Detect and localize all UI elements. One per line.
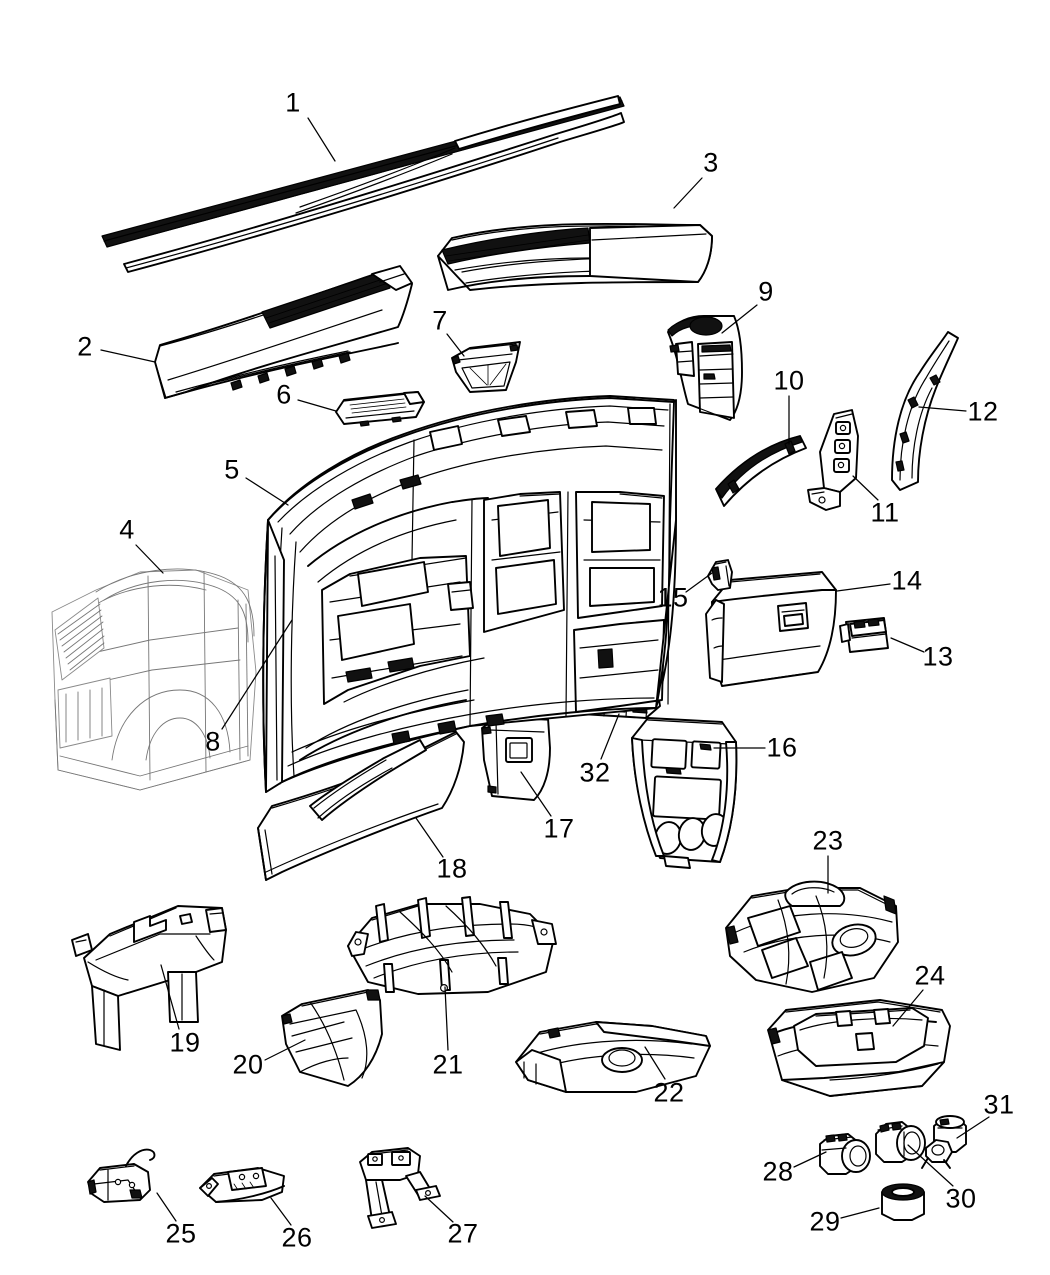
leader-line-31 xyxy=(956,1116,990,1139)
part-4-cowl-body-structure-phantom xyxy=(51,568,257,791)
callout-number-10[interactable]: 10 xyxy=(773,365,805,396)
callout-number-5[interactable]: 5 xyxy=(224,454,240,485)
leader-line-13 xyxy=(890,637,925,653)
leader-line-20 xyxy=(264,1039,306,1061)
leader-line-7 xyxy=(446,333,465,357)
callout-number-24[interactable]: 24 xyxy=(914,960,946,991)
callout-number-28[interactable]: 28 xyxy=(762,1156,794,1187)
part-15-latch-clip xyxy=(707,559,733,591)
part-17-knee-bolster-end-panel xyxy=(481,715,551,801)
leader-line-28 xyxy=(793,1151,827,1168)
leader-line-32 xyxy=(600,713,620,760)
callout-number-31[interactable]: 31 xyxy=(983,1089,1015,1120)
leader-line-21 xyxy=(444,986,449,1051)
part-5-main-instrument-panel-structure xyxy=(262,395,677,793)
callout-number-29[interactable]: 29 xyxy=(809,1206,841,1237)
leader-line-2 xyxy=(100,349,156,363)
leader-line-9 xyxy=(721,304,758,334)
part-14-glove-box-door xyxy=(705,571,837,687)
callout-number-12[interactable]: 12 xyxy=(967,396,999,427)
callout-number-27[interactable]: 27 xyxy=(447,1218,479,1249)
leader-line-6 xyxy=(297,399,337,412)
callout-number-22[interactable]: 22 xyxy=(653,1077,685,1108)
leader-line-11 xyxy=(852,475,879,501)
callout-number-11[interactable]: 11 xyxy=(870,497,900,528)
callout-number-23[interactable]: 23 xyxy=(812,825,844,856)
leader-line-30 xyxy=(907,1144,954,1187)
leader-line-4 xyxy=(135,544,164,574)
callout-number-17[interactable]: 17 xyxy=(543,813,575,844)
leader-line-29 xyxy=(840,1207,880,1219)
callout-number-21[interactable]: 21 xyxy=(432,1049,464,1080)
part-7-defroster-duct-outlet xyxy=(451,341,521,393)
leader-line-19 xyxy=(160,964,180,1030)
leader-line-27 xyxy=(424,1195,454,1223)
leader-line-5 xyxy=(245,477,289,506)
callout-number-15[interactable]: 15 xyxy=(657,582,689,613)
callout-number-4[interactable]: 4 xyxy=(119,514,135,545)
part-1-defroster-trim-strip xyxy=(101,95,625,273)
part-2-left-upper-ip-pad xyxy=(154,265,413,399)
part-3-right-upper-ip-pad xyxy=(437,222,713,291)
part-27-formed-leg-bracket xyxy=(359,1147,441,1229)
part-10-applique-trim-strip xyxy=(715,435,807,507)
part-28-power-outlet-socket xyxy=(819,1133,871,1175)
leader-line-17 xyxy=(520,771,552,817)
callout-number-16[interactable]: 16 xyxy=(766,732,798,763)
callout-number-7[interactable]: 7 xyxy=(432,305,448,336)
part-30-round-plug-grommet xyxy=(875,1121,926,1163)
part-13-switch-module xyxy=(839,617,889,653)
part-6-trim-plate xyxy=(335,391,425,427)
leader-line-14 xyxy=(836,583,891,592)
callout-number-26[interactable]: 26 xyxy=(281,1222,313,1253)
leader-line-15 xyxy=(685,572,713,593)
part-29-retainer-nut xyxy=(881,1183,925,1221)
callout-number-1[interactable]: 1 xyxy=(285,87,301,118)
callout-number-20[interactable]: 20 xyxy=(232,1049,264,1080)
part-21-crossmember-assembly xyxy=(347,896,557,995)
callout-number-30[interactable]: 30 xyxy=(945,1183,977,1214)
callout-number-13[interactable]: 13 xyxy=(922,641,954,672)
callout-number-14[interactable]: 14 xyxy=(891,565,923,596)
callout-number-25[interactable]: 25 xyxy=(165,1218,197,1249)
part-18-lower-ip-trim xyxy=(257,731,465,881)
leader-line-1 xyxy=(307,117,336,162)
callout-leader-lines xyxy=(100,117,990,1226)
callout-number-8[interactable]: 8 xyxy=(205,726,221,757)
leader-line-26 xyxy=(270,1197,292,1226)
part-31-switch-barrel xyxy=(921,1115,967,1169)
callout-number-9[interactable]: 9 xyxy=(758,276,774,307)
leader-line-3 xyxy=(673,177,703,209)
leader-line-25 xyxy=(156,1192,177,1222)
callout-number-19[interactable]: 19 xyxy=(169,1027,201,1058)
part-12-a-pillar-trim xyxy=(891,331,959,491)
part-22-console-floor-duct xyxy=(515,1021,711,1093)
part-19-column-shroud xyxy=(71,905,227,1051)
leader-line-8 xyxy=(221,619,293,730)
callout-number-3[interactable]: 3 xyxy=(703,147,719,178)
leader-line-18 xyxy=(415,817,444,858)
part-11-switch-bezel-bracket xyxy=(807,409,859,511)
part-25-wire-bracket xyxy=(87,1148,156,1203)
callout-number-2[interactable]: 2 xyxy=(77,331,93,362)
leader-line-12 xyxy=(918,406,967,412)
part-9-right-outboard-vent-bezel xyxy=(667,315,743,421)
callout-number-6[interactable]: 6 xyxy=(276,379,292,410)
part-23-console-base-bracket xyxy=(725,880,899,993)
part-20-lower-side-wedge-bracket xyxy=(281,989,383,1087)
leader-line-22 xyxy=(644,1046,666,1080)
callout-number-32[interactable]: 32 xyxy=(579,757,611,788)
part-16-center-stack-bezel xyxy=(631,717,738,869)
callout-number-18[interactable]: 18 xyxy=(436,853,468,884)
leader-line-24 xyxy=(892,989,924,1027)
part-24-console-storage-bin xyxy=(767,999,951,1097)
part-26-stamped-bracket xyxy=(199,1167,285,1203)
